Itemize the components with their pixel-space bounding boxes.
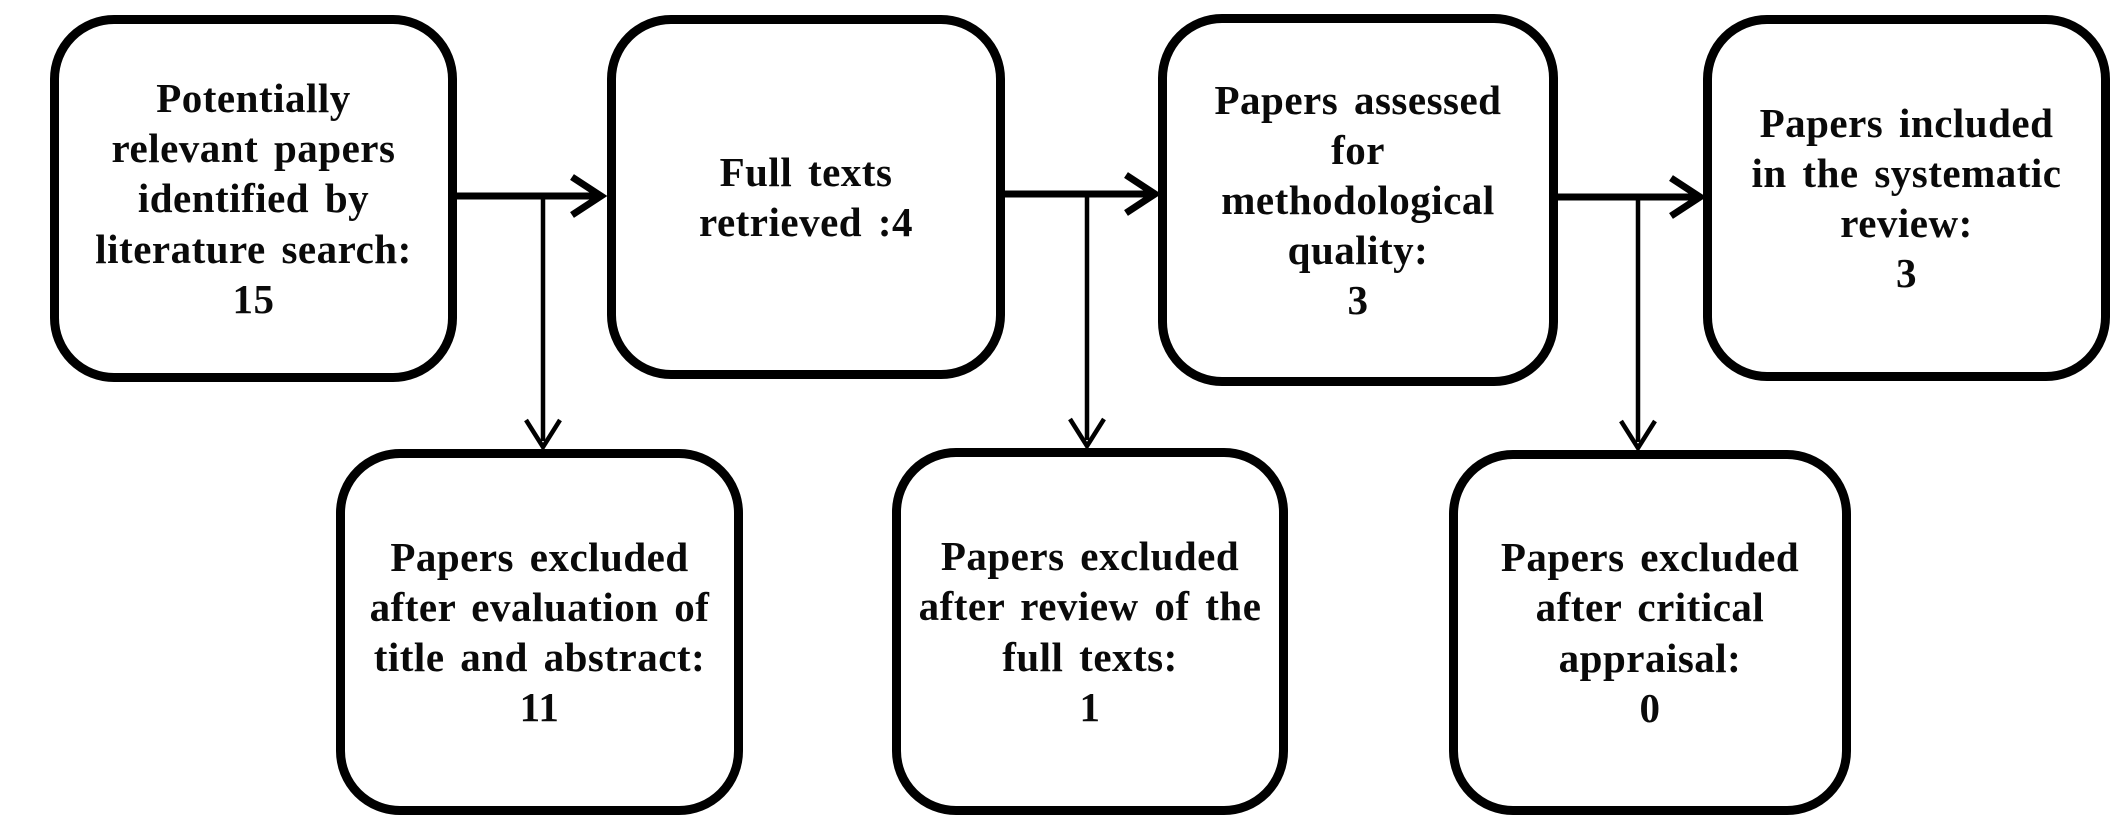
arrow-to-excluded-title-abstract: [524, 199, 562, 452]
arrow-identified-to-fulltexts: [457, 174, 608, 218]
arrow-fulltexts-to-assessed: [1005, 172, 1162, 216]
arrow-to-excluded-full-texts: [1068, 197, 1106, 451]
arrow-to-excluded-critical-appraisal: [1619, 200, 1657, 453]
arrow-assessed-to-included: [1558, 175, 1707, 219]
